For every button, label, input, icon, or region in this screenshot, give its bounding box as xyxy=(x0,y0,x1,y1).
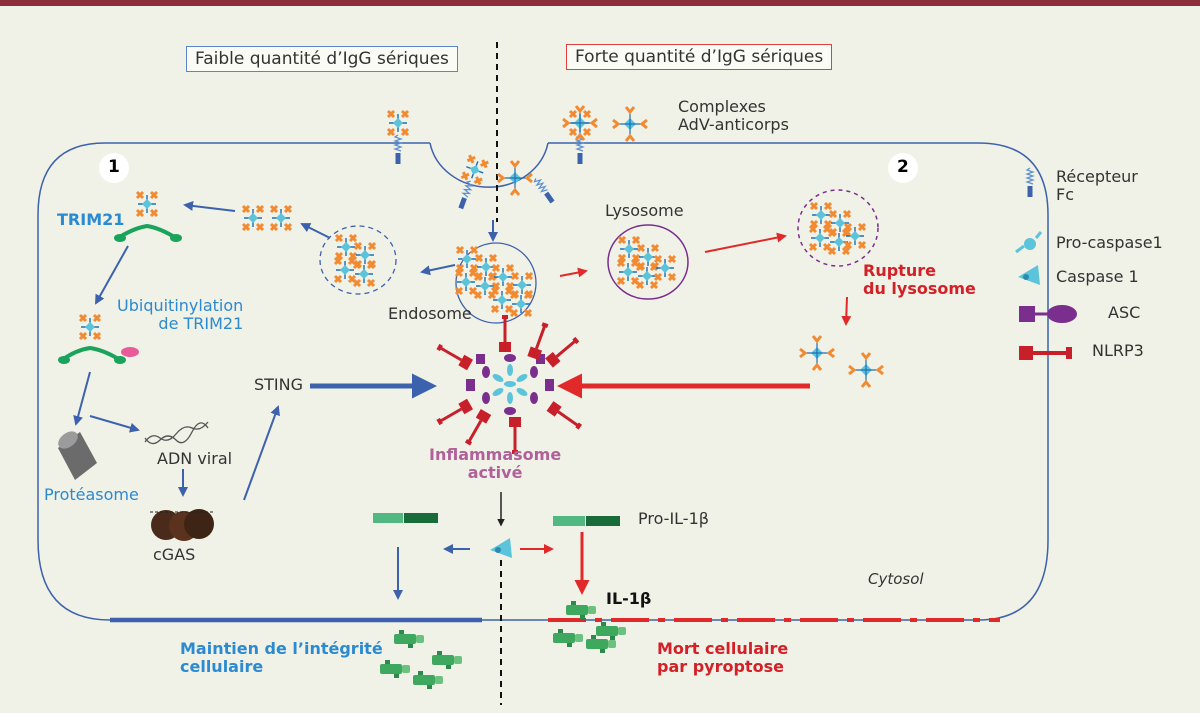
trim21-label: TRIM21 xyxy=(57,210,125,229)
number-2-circle xyxy=(888,153,918,183)
viral-dna xyxy=(144,421,209,445)
legend-asc-icon xyxy=(1019,305,1077,323)
legend-caspase1-icon xyxy=(1018,265,1040,285)
ubiquitinylated-trim21 xyxy=(58,313,139,364)
rupture-label: Rupture du lysosome xyxy=(863,261,976,299)
red-arrows xyxy=(520,232,852,595)
number-1: 1 xyxy=(108,157,120,177)
complexes-label: Complexes AdV-anticorps xyxy=(678,97,789,135)
cell-membrane xyxy=(37,142,1049,621)
pro-il1b-label: Pro-IL-1β xyxy=(638,509,709,528)
free-antibodies xyxy=(241,204,293,232)
mort-label: Mort cellulaire par pyroptose xyxy=(657,639,789,677)
proteasome-shape xyxy=(58,431,97,480)
legend-asc-label: ASC xyxy=(1108,303,1141,322)
cgas-shape xyxy=(150,509,214,541)
ruptured-lysosome xyxy=(797,189,879,267)
endosome xyxy=(455,242,537,324)
adv-antibody-complexes xyxy=(496,104,649,197)
low-igg-header-text: Faible quantité d’IgG sériques xyxy=(195,49,449,69)
il1b-molecules xyxy=(380,601,626,689)
released-complexes xyxy=(798,334,885,389)
legend-nlrp3-label: NLRP3 xyxy=(1092,341,1144,360)
blue-arrows xyxy=(73,200,498,600)
legend-recepteur-label: Récepteur Fc xyxy=(1056,167,1138,205)
number-2: 2 xyxy=(897,157,909,177)
endocytic-pit xyxy=(429,142,549,188)
inflammasome xyxy=(433,313,586,456)
sting-label: STING xyxy=(254,375,304,394)
legend-recepteur-icon xyxy=(1026,167,1034,198)
inflammasome-label: Inflammasome activé xyxy=(429,445,562,483)
high-igg-header: Forte quantité d’IgG sériques xyxy=(566,44,833,70)
legend-pro-caspase1-label: Pro-caspase1 xyxy=(1056,233,1163,252)
number-1-circle xyxy=(99,153,129,183)
legend-pro-caspase1-icon xyxy=(1015,231,1043,254)
il1b-label: IL-1β xyxy=(606,589,652,608)
fc-receptors xyxy=(386,109,592,210)
proteasome-label: Protéasome xyxy=(44,485,139,504)
legend-nlrp3-icon xyxy=(1019,346,1072,360)
high-igg-header-text: Forte quantité d’IgG sériques xyxy=(575,47,824,67)
cgas-label: cGAS xyxy=(153,545,196,564)
ubiquitinylation-label: Ubiquitinylation de TRIM21 xyxy=(117,296,244,334)
lysosome xyxy=(607,224,689,300)
pro-il1b-bars xyxy=(373,513,620,526)
adn-viral-label: ADN viral xyxy=(157,449,233,468)
vesicle xyxy=(319,225,397,295)
low-igg-header: Faible quantité d’IgG sériques xyxy=(186,46,458,72)
caspase1-active xyxy=(490,538,512,558)
legend-caspase1-label: Caspase 1 xyxy=(1056,267,1139,286)
top-band xyxy=(0,0,1200,6)
maintien-label: Maintien de l’intégrité cellulaire xyxy=(180,639,383,677)
endosome-label: Endosome xyxy=(388,304,472,323)
cytosol-label: Cytosol xyxy=(868,570,924,588)
lysosome-label: Lysosome xyxy=(605,201,684,220)
trim21-complex xyxy=(114,190,182,242)
